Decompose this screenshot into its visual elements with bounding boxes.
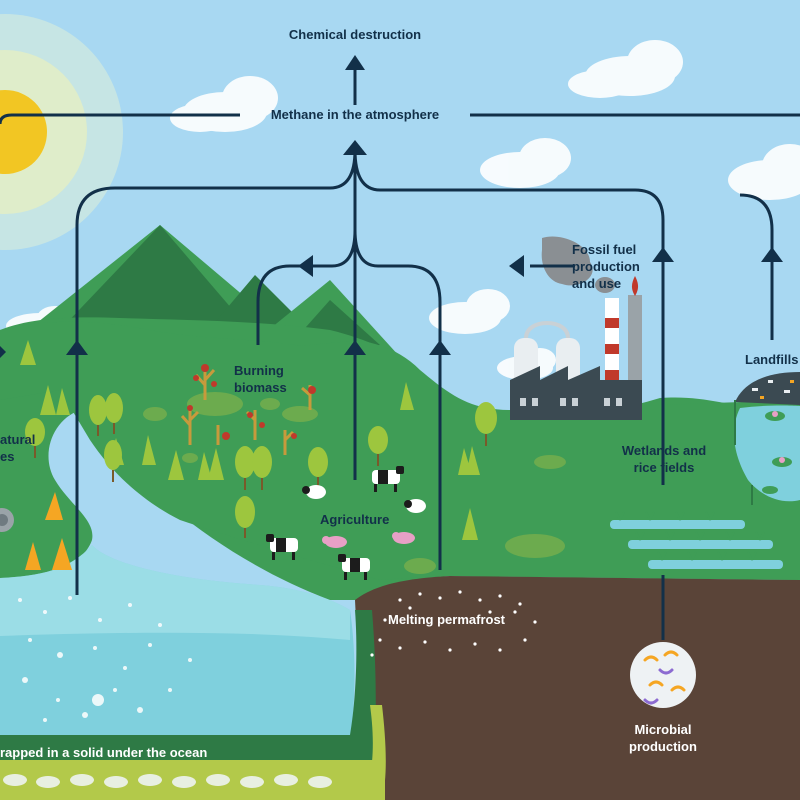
soil	[355, 576, 800, 800]
methane-bubbles	[18, 596, 192, 722]
label-fossil-fuel-line3: and use	[572, 276, 622, 291]
trees	[20, 340, 497, 540]
landfill	[735, 372, 800, 405]
label-natural-sources-line1: atural	[0, 432, 36, 447]
rice-fields	[610, 511, 783, 569]
label-burning-biomass-line2: biomass	[234, 380, 287, 395]
label-fossil-fuel-line2: production	[572, 259, 640, 274]
label-methane-in-the-atmosphere: Methane in the atmosphere	[270, 107, 440, 122]
land	[0, 321, 800, 580]
permafrost-dots	[370, 590, 537, 657]
cloud	[170, 76, 278, 132]
bushes	[143, 392, 566, 574]
cloud	[429, 289, 510, 334]
cloud	[568, 40, 683, 98]
cloud	[728, 144, 800, 200]
flow-arrows	[0, 58, 800, 640]
fire	[187, 364, 316, 440]
label-natural-sources: atural es	[0, 431, 35, 465]
natural-sources	[0, 492, 72, 570]
label-wetlands-rice-fields: Wetlands and rice fields	[612, 442, 716, 476]
label-wetlands-line1: Wetlands and	[621, 443, 707, 458]
label-wetlands-line2: rice fields	[633, 460, 695, 475]
label-landfills: Landfills	[745, 352, 799, 367]
arrowheads	[0, 55, 783, 358]
label-microbial-line1: Microbial	[634, 722, 692, 737]
label-fossil-fuel: Fossil fuel production and use	[572, 241, 640, 292]
label-burning-biomass-line1: Burning	[234, 363, 284, 378]
pond	[734, 400, 800, 505]
methane-hydrate	[3, 774, 332, 788]
label-fossil-fuel-line1: Fossil fuel	[572, 242, 637, 257]
label-microbial-line2: production	[629, 739, 697, 754]
ocean-surface	[0, 545, 350, 640]
microbial-circle	[630, 642, 696, 708]
label-burning-biomass: Burning biomass	[234, 362, 287, 396]
fossil-fuel-plant	[510, 236, 642, 420]
label-microbial-production: Microbial production	[612, 721, 714, 755]
sun	[0, 14, 123, 250]
livestock	[266, 466, 426, 580]
label-natural-sources-line2: es	[0, 449, 15, 464]
label-chemical-destruction: Chemical destruction	[288, 27, 422, 42]
cloud	[480, 138, 571, 188]
label-agriculture: Agriculture	[320, 512, 390, 527]
seabed-layer	[0, 610, 376, 800]
label-trapped-under-ocean: rapped in a solid under the ocean	[0, 745, 208, 760]
mountain	[60, 225, 250, 330]
label-melting-permafrost: Melting permafrost	[388, 612, 506, 627]
